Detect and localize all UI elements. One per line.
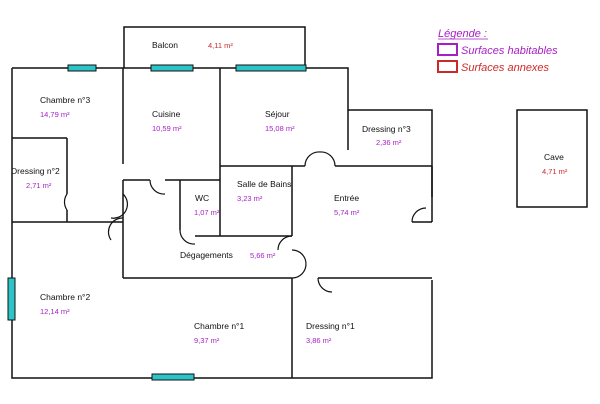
door-sejour-left <box>304 151 321 167</box>
room-name-wc: WC <box>195 193 209 203</box>
room-area-sdb: 3,23 m² <box>237 194 263 203</box>
window-cuisine <box>150 64 194 72</box>
room-name-chambre3: Chambre n°3 <box>40 95 90 105</box>
room-area-cuisine: 10,59 m² <box>152 124 182 133</box>
balcony-outline <box>123 26 306 68</box>
window-chambre1 <box>151 373 195 381</box>
door-entree <box>411 207 427 223</box>
room-name-chambre1: Chambre n°1 <box>194 321 244 331</box>
room-name-entree: Entrée <box>334 193 359 203</box>
door-chambre1 <box>291 263 307 279</box>
room-name-balcon: Balcon <box>152 40 178 50</box>
legend-title: Légende : <box>438 28 487 40</box>
window-sejour <box>235 64 307 72</box>
door-dressing1 <box>317 277 333 293</box>
room-name-cave: Cave <box>544 152 564 162</box>
room-area-degagements: 5,66 m² <box>250 251 276 260</box>
door-sejour-right <box>319 151 336 167</box>
cave-outline <box>516 109 588 208</box>
room-area-wc: 1,07 m² <box>194 208 220 217</box>
room-area-chambre3: 14,79 m² <box>40 110 70 119</box>
room-labels: Balcon 4,11 m² Chambre n°3 14,79 m² Cuis… <box>11 40 568 345</box>
room-area-chambre2: 12,14 m² <box>40 307 70 316</box>
room-area-dressing3: 2,36 m² <box>376 138 402 147</box>
room-name-degagements: Dégagements <box>180 250 233 260</box>
room-name-cuisine: Cuisine <box>152 109 181 119</box>
room-area-sejour: 15,08 m² <box>265 124 295 133</box>
room-name-sdb: Salle de Bains <box>237 179 291 189</box>
room-name-dressing2: Dressing n°2 <box>11 166 60 176</box>
room-area-chambre1: 9,37 m² <box>194 336 220 345</box>
room-name-dressing3: Dressing n°3 <box>362 124 411 134</box>
legend-habitable-swatch <box>437 43 458 56</box>
room-name-chambre2: Chambre n°2 <box>40 292 90 302</box>
windows <box>7 64 307 381</box>
room-area-cave: 4,71 m² <box>542 167 568 176</box>
window-chambre2 <box>7 277 16 321</box>
window-chambre3 <box>67 64 97 72</box>
legend-annexe-swatch <box>437 60 458 73</box>
legend-habitable-label: Surfaces habitables <box>461 45 558 57</box>
doors <box>63 151 427 293</box>
room-area-dressing2: 2,71 m² <box>26 181 52 190</box>
room-area-balcon: 4,11 m² <box>208 41 233 50</box>
room-area-dressing1: 3,86 m² <box>306 336 332 345</box>
room-name-dressing1: Dressing n°1 <box>306 321 355 331</box>
room-name-sejour: Séjour <box>265 109 290 119</box>
legend: Légende : Surfaces habitables Surfaces a… <box>437 28 558 74</box>
door-sdb <box>277 235 293 251</box>
door-wc <box>179 229 196 245</box>
door-dressing2 <box>63 193 68 211</box>
outer-wall-left <box>11 68 433 379</box>
door-left-corridor <box>107 193 129 241</box>
door-degagements <box>291 249 307 265</box>
legend-annexe-label: Surfaces annexes <box>461 62 550 74</box>
room-area-entree: 5,74 m² <box>334 208 360 217</box>
door-cuisine <box>149 179 166 195</box>
